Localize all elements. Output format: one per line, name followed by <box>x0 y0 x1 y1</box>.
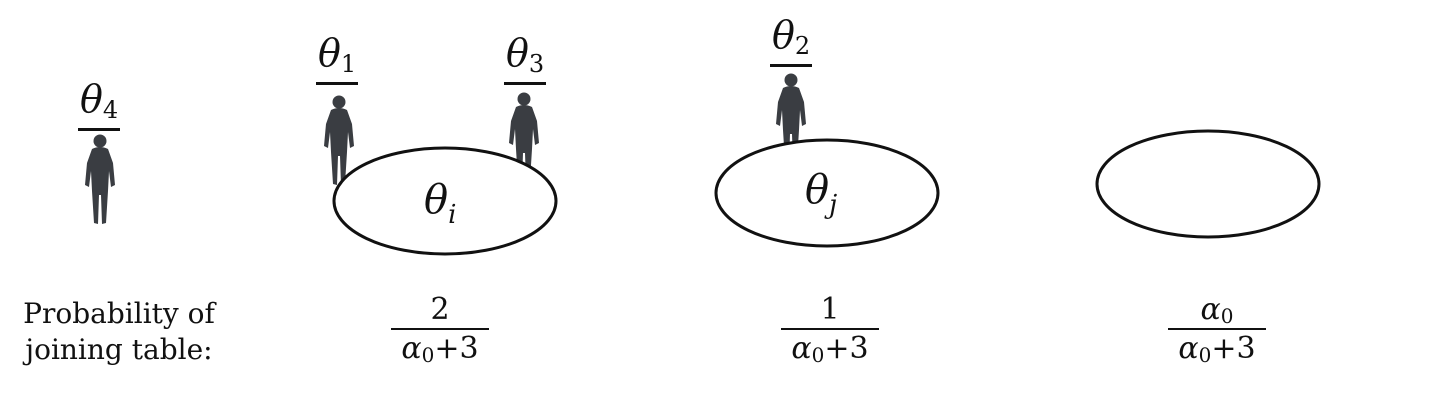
probability-caption-line-1: Probability of <box>23 297 215 330</box>
table-j-ellipse <box>714 138 940 248</box>
probability-fraction-new-table: α0 α0+3 <box>1162 294 1272 372</box>
person-icon <box>324 95 354 185</box>
fraction-bar <box>391 328 489 330</box>
fraction-numerator: 2 <box>430 292 450 327</box>
customer-label-theta-3: θ3 <box>504 34 547 85</box>
customer-label-theta-2: θ2 <box>770 16 813 67</box>
probability-fraction-table-i: 2 α0+3 <box>385 294 495 372</box>
fraction-numerator: α0 <box>1200 292 1234 329</box>
customer-label-theta-4: θ4 <box>78 80 121 131</box>
person-icon <box>509 92 539 182</box>
table-i-ellipse <box>332 146 558 256</box>
person-icon <box>85 134 115 224</box>
customer-label-theta-1: θ1 <box>316 34 359 85</box>
probability-caption: Probability of joining table: <box>14 296 224 368</box>
fraction-denominator: α0+3 <box>1178 331 1256 368</box>
fraction-bar <box>1168 328 1266 330</box>
table-label-theta-i: θi <box>424 177 457 230</box>
probability-fraction-table-j: 1 α0+3 <box>775 294 885 372</box>
fraction-denominator: α0+3 <box>791 331 869 368</box>
fraction-numerator: 1 <box>820 292 840 327</box>
new-table-ellipse <box>1095 129 1321 239</box>
fraction-bar <box>781 328 879 330</box>
person-icon <box>776 73 806 163</box>
probability-caption-line-2: joining table: <box>25 333 213 366</box>
table-label-theta-j: θj <box>805 167 838 220</box>
fraction-denominator: α0+3 <box>401 331 479 368</box>
